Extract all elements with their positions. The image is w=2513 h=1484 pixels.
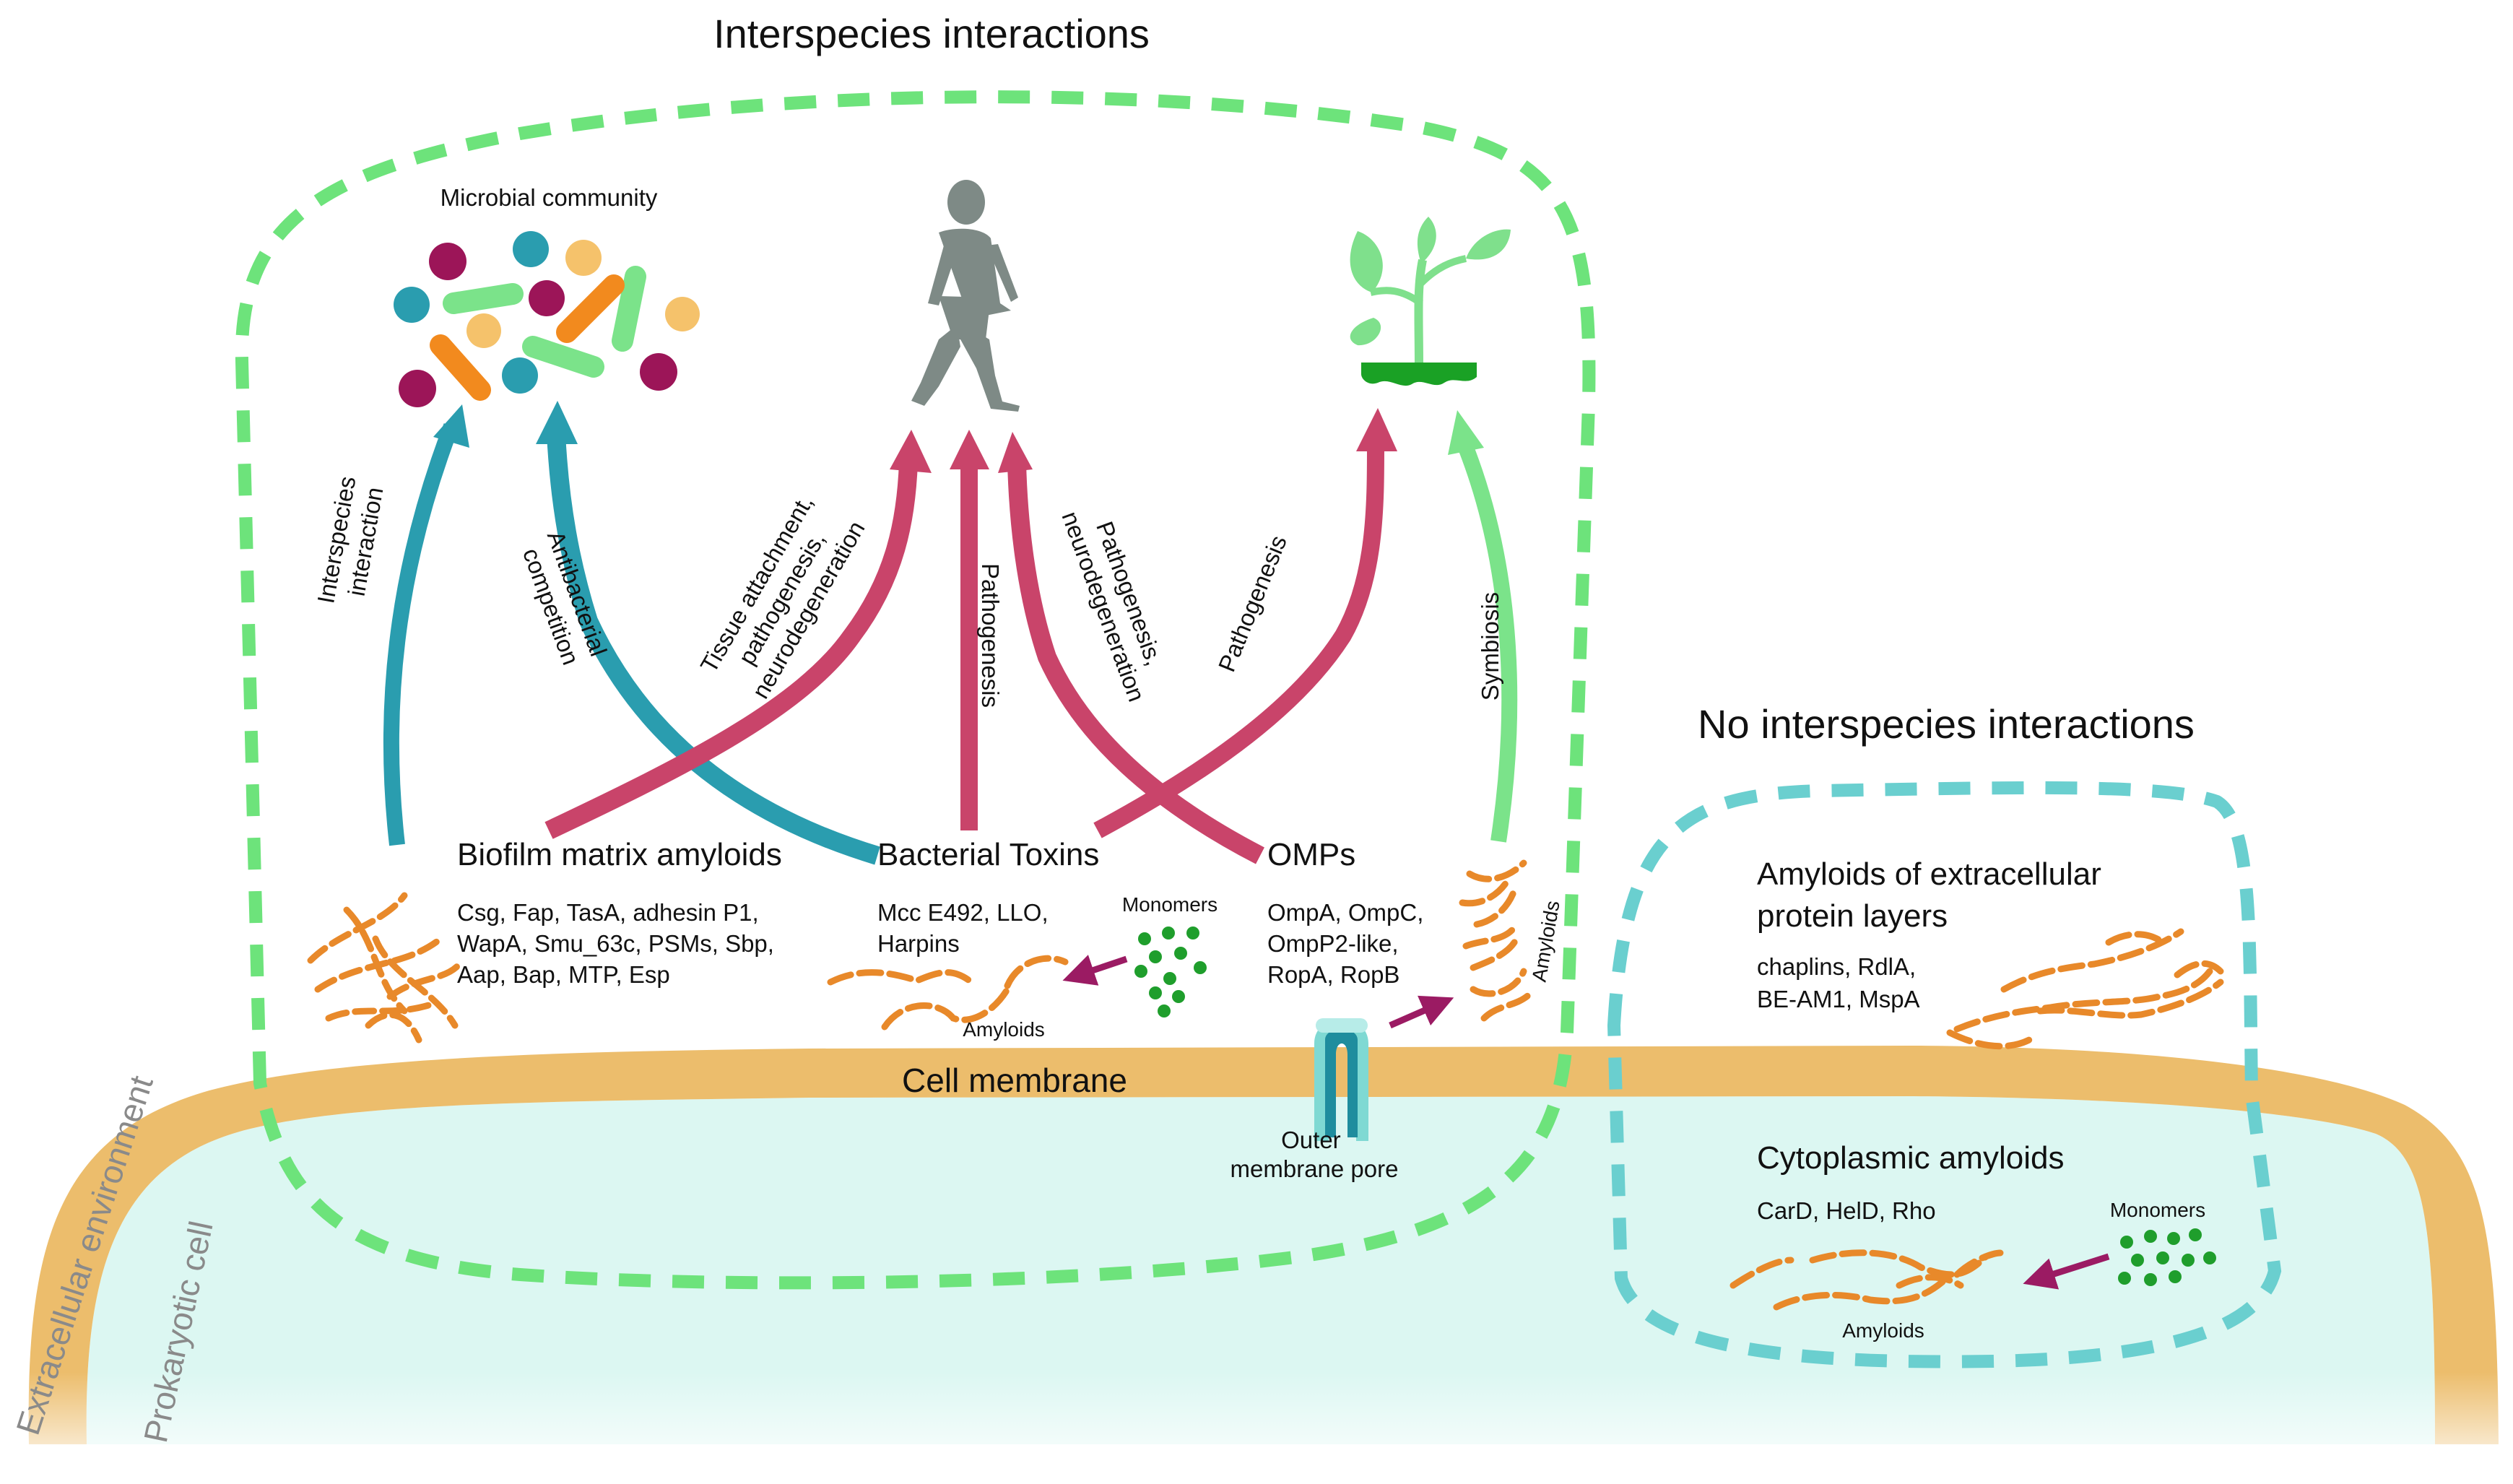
cytoplasmic-amyloid-fibrils (1729, 1249, 2004, 1311)
biofilm-amyloid-fibrils (307, 892, 466, 1043)
label-pathogenesis-toxins: Pathogenesis (977, 563, 1004, 708)
cytoplasmic-monomers (2118, 1228, 2216, 1286)
arrow-pathogenesis-plant (1093, 443, 1384, 838)
interaction-arrows (383, 401, 1518, 865)
label-antibacterial-competition: Antibacterial competition (515, 527, 615, 676)
cytoplasm-area (86, 1096, 2436, 1444)
group-cytoplasmic: Cytoplasmic amyloids CarD, HelD, Rho Mon… (1729, 1140, 2216, 1342)
cell-membrane-label: Cell membrane (902, 1062, 1127, 1099)
extracellular-amyloid-fibrils (1946, 928, 2224, 1050)
extracellular-layers-title: Amyloids of extracellular protein layers (1757, 856, 2110, 934)
toxins-monomers-label: Monomers (1122, 893, 1218, 916)
label-symbiosis: Symbiosis (1477, 592, 1503, 700)
human-icon (911, 180, 1020, 412)
omps-amyloid-fibrils (1459, 859, 1535, 1022)
label-pathogenesis-plant: Pathogenesis (1213, 531, 1292, 675)
biofilm-items: Csg, Fap, TasA, adhesin P1, WapA, Smu_63… (457, 899, 781, 988)
title-interspecies: Interspecies interactions (713, 11, 1150, 56)
arrow-antibacterial-competition (547, 433, 880, 865)
microbial-community-label: Microbial community (440, 184, 658, 211)
title-no-interspecies: No interspecies interactions (1698, 701, 2195, 747)
cytoplasmic-items: CarD, HelD, Rho (1757, 1197, 1936, 1224)
cell-membrane (28, 1046, 2499, 1444)
microbial-community-icon: Microbial community (394, 184, 700, 407)
plant-icon (1350, 217, 1511, 386)
group-biofilm: Biofilm matrix amyloids Csg, Fap, TasA, … (307, 837, 782, 1043)
bottom-fade (0, 1372, 2513, 1484)
omps-title: OMPs (1267, 837, 1355, 872)
toxins-monomers (1134, 927, 1207, 1017)
prokaryotic-cell (0, 1046, 2513, 1484)
biofilm-title: Biofilm matrix amyloids (457, 837, 782, 872)
extracellular-layers-items: chaplins, RdlA, BE-AM1, MspA (1757, 953, 1922, 1012)
toxins-amyloid-fibrils (827, 955, 1069, 1030)
arrow-pathogenesis-neuro (1007, 461, 1264, 864)
toxins-amyloids-label: Amyloids (963, 1018, 1045, 1041)
group-omps: OMPs OmpA, OmpC, OmpP2-like, RopA, RopB … (1267, 837, 1564, 1029)
label-pathogenesis-neuro: Pathogenesis, neurodegeneration (1056, 498, 1177, 706)
cytoplasmic-monomers-label: Monomers (2110, 1199, 2205, 1221)
toxins-title: Bacterial Toxins (877, 837, 1099, 872)
omps-export-arrow (1389, 995, 1454, 1029)
omps-amyloids-label: Amyloids (1528, 899, 1564, 984)
toxins-polymerization-arrow (1062, 955, 1128, 986)
omps-items: OmpA, OmpC, OmpP2-like, RopA, RopB (1267, 899, 1431, 988)
interspecies-region-border (235, 90, 1596, 1290)
arrow-tissue-attachment (544, 461, 918, 839)
pore-label: Outer membrane pore (1231, 1127, 1399, 1182)
group-bacterial-toxins: Bacterial Toxins Mcc E492, LLO, Harpins … (827, 837, 1218, 1041)
arrow-symbiosis (1458, 445, 1518, 843)
cytoplasmic-amyloids-label: Amyloids (1842, 1319, 1924, 1342)
label-tissue-attachment: Tissue attachment, pathogenesis, neurode… (695, 485, 872, 706)
cytoplasmic-title: Cytoplasmic amyloids (1757, 1140, 2064, 1176)
cytoplasmic-polymerization-arrow (2023, 1253, 2110, 1290)
no-interspecies-region-border (1607, 781, 2282, 1368)
toxins-items: Mcc E492, LLO, Harpins (877, 899, 1055, 957)
group-extracellular-layers: Amyloids of extracellular protein layers… (1757, 856, 2224, 1050)
outer-membrane-pore-icon (1314, 1018, 1368, 1141)
label-interspecies-interaction: Interspecies interaction (312, 468, 390, 611)
arrow-interspecies-interaction (383, 423, 459, 846)
